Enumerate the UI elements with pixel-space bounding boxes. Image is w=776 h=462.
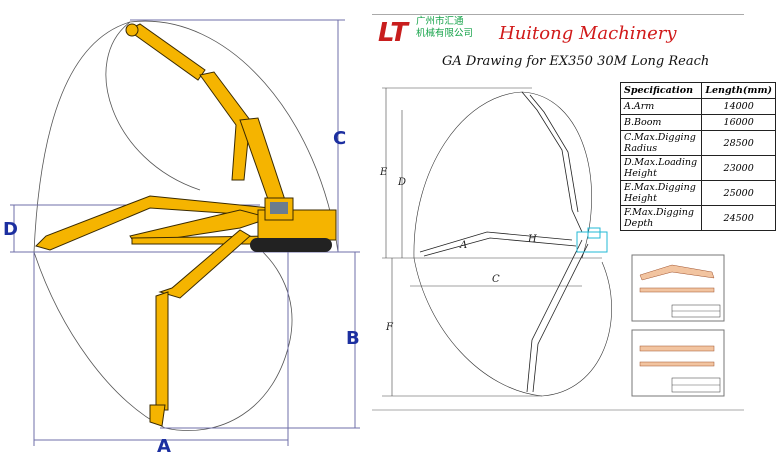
table-row: F.Max.Digging Depth 24500 xyxy=(619,205,776,231)
dimension-label-a: A xyxy=(157,436,171,457)
spec-value: 25000 xyxy=(701,180,776,206)
dimension-label-d: D xyxy=(3,219,18,240)
thumbnail-drawing-2 xyxy=(631,329,725,397)
logo-text: LT xyxy=(378,18,410,46)
thumbnail-drawing-1 xyxy=(631,254,725,322)
company-cn-line1: 广州市汇通 xyxy=(416,16,464,27)
drawing-label-a: A xyxy=(459,240,467,251)
spec-value: 16000 xyxy=(701,114,776,131)
lower-range-arc xyxy=(33,235,293,431)
dimension-lines xyxy=(10,19,360,446)
spec-value: 24500 xyxy=(701,205,776,231)
ga-drawing-sheet: LT 广州市汇通 机械有限公司 Huitong Machinery GA Dra… xyxy=(372,0,776,457)
drawing-label-f: F xyxy=(385,322,394,333)
drawing-label-h: H xyxy=(527,234,537,245)
company-name-cn: 广州市汇通 机械有限公司 xyxy=(416,16,473,40)
drawing-title: GA Drawing for EX350 30M Long Reach xyxy=(442,54,710,69)
drawing-machine-outline xyxy=(576,227,608,253)
spec-name: A.Arm xyxy=(619,98,703,115)
table-row: E.Max.Digging Height 25000 xyxy=(619,180,776,206)
company-logo-icon: LT xyxy=(377,14,417,46)
spec-name: F.Max.Digging Depth xyxy=(619,205,703,231)
spec-name: D.Max.Loading Height xyxy=(619,155,703,181)
inner-range-arc xyxy=(105,21,201,191)
working-range-svg xyxy=(10,19,360,446)
working-range-illustration: C D B A xyxy=(0,0,372,457)
header-rule xyxy=(372,14,744,15)
table-row: A.Arm 14000 xyxy=(619,98,776,115)
spec-name: E.Max.Digging Height xyxy=(619,180,703,206)
length-header: Length(mm) xyxy=(701,82,776,99)
table-row: B.Boom 16000 xyxy=(619,114,776,131)
spec-value: 14000 xyxy=(701,98,776,115)
spec-value: 28500 xyxy=(701,130,776,156)
upper-range-arc xyxy=(33,20,339,253)
dimension-label-b: B xyxy=(346,328,360,349)
company-cn-line2: 机械有限公司 xyxy=(416,28,474,39)
excavator-raised xyxy=(125,23,286,206)
spec-name: B.Boom xyxy=(619,114,703,131)
drawing-label-c: C xyxy=(492,274,500,285)
drawing-label-d: D xyxy=(397,177,406,188)
dimension-label-c: C xyxy=(333,128,347,149)
table-row: D.Max.Loading Height 23000 xyxy=(619,155,776,181)
company-name-en: Huitong Machinery xyxy=(499,23,677,44)
table-row: C.Max.Digging Radius 28500 xyxy=(619,130,776,156)
spec-name: C.Max.Digging Radius xyxy=(619,130,703,156)
spec-header: Specification xyxy=(619,82,703,99)
excavator-body xyxy=(250,197,337,252)
specification-table: Specification Length(mm) A.Arm 14000 B.B… xyxy=(619,82,776,231)
drawing-label-e: E xyxy=(379,167,388,178)
excavator-digging xyxy=(149,229,251,427)
excavator-extended xyxy=(35,195,272,251)
line-drawing-svg: E D F C A H xyxy=(372,87,744,411)
spec-value: 23000 xyxy=(701,155,776,181)
